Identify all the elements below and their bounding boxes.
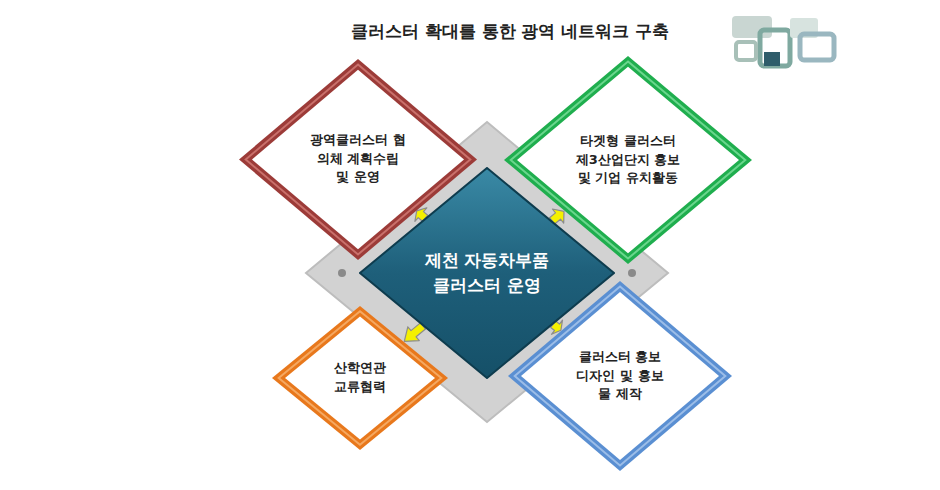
diagram-title: 클러스터 확대를 통한 광역 네트워크 구축 xyxy=(240,20,780,43)
design-diamond: 클러스터 홍보 디자인 및 홍보물 제작 xyxy=(507,280,733,472)
node-label: 클러스터 홍보 디자인 및 홍보물 제작 xyxy=(576,348,664,405)
node-label: 광역클러스터 협의체 계획수립 및 운영 xyxy=(308,131,408,188)
cooperation-diamond: 산학연관 교류협력 xyxy=(271,305,449,451)
node-label: 산학연관 교류협력 xyxy=(330,359,390,397)
diamond-outline xyxy=(271,305,449,451)
diamond-border xyxy=(272,306,448,450)
node-label: 제천 자동차부품 클러스터 운영 xyxy=(419,248,555,297)
logo-decoration xyxy=(732,16,834,66)
diamond-bevel xyxy=(279,311,442,444)
diamond-inner xyxy=(285,316,435,439)
diamond-inner xyxy=(521,292,719,460)
diamond-bevel xyxy=(515,287,726,466)
corner-dot xyxy=(338,269,346,277)
corner-dot xyxy=(628,269,636,277)
diamond-border xyxy=(508,281,732,471)
node-label: 타겟형 클러스터 제3산업단지 홍보 및 기업 유치활동 xyxy=(574,132,682,189)
